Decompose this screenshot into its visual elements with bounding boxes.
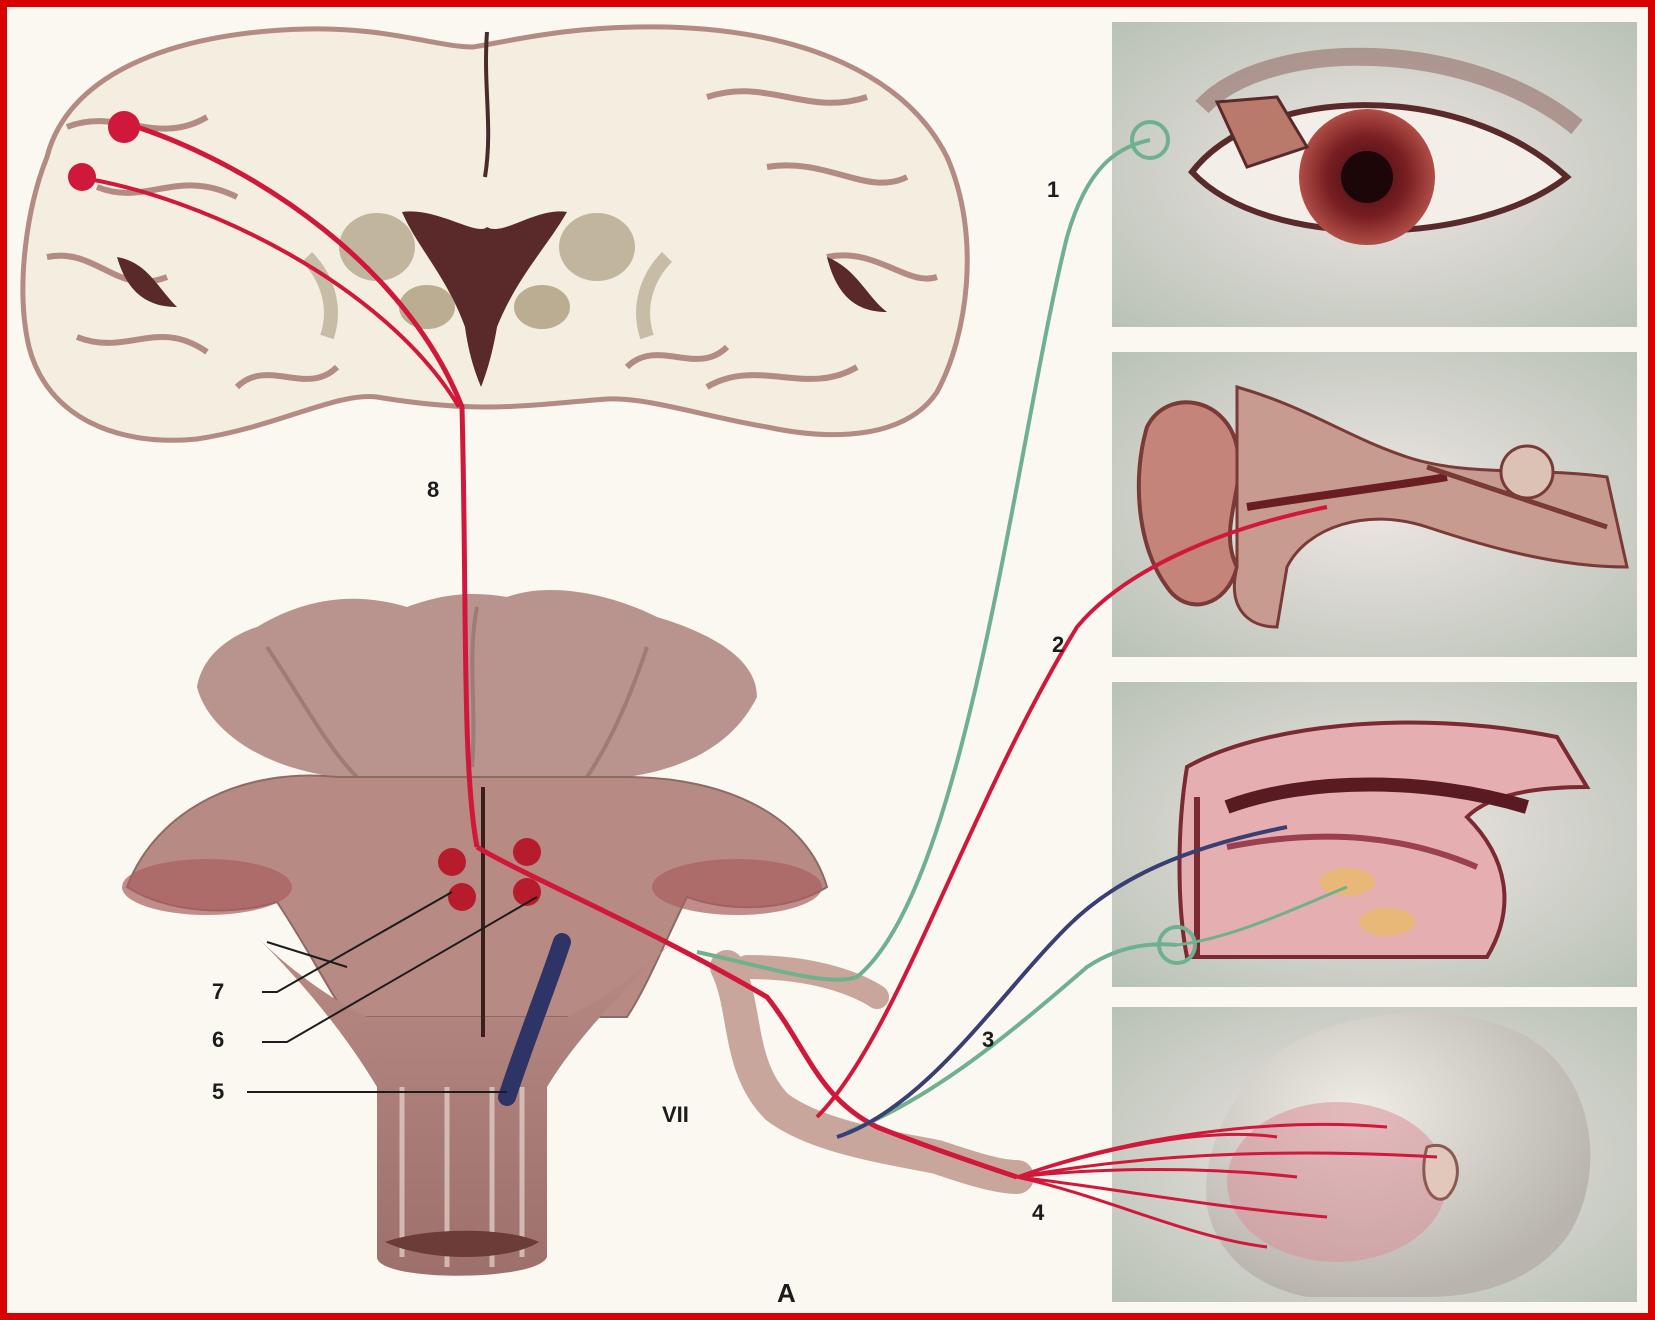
- eye-panel: [1112, 22, 1637, 327]
- label-3: 3: [982, 1027, 994, 1052]
- motor-nucleus-cell: [438, 848, 466, 876]
- cortical-neuron: [108, 111, 140, 143]
- label-1: 1: [1047, 177, 1059, 202]
- label-8: 8: [427, 477, 439, 502]
- ear-panel: [1112, 352, 1637, 657]
- facial-nerve-diagram: 1 2 3 4 5 6 7 8 VII A: [7, 7, 1648, 1313]
- cortical-neuron: [68, 163, 96, 191]
- label-nerve-vii: VII: [662, 1102, 689, 1127]
- mouth-panel: [1112, 682, 1637, 987]
- label-2: 2: [1052, 632, 1064, 657]
- label-5: 5: [212, 1079, 224, 1104]
- label-7: 7: [212, 979, 224, 1004]
- panel-label: A: [777, 1278, 796, 1308]
- brain-coronal-section: [23, 27, 967, 440]
- sublingual-gland: [1359, 908, 1415, 936]
- motor-nucleus-cell: [448, 883, 476, 911]
- ear: [1424, 1145, 1458, 1199]
- submandibular-gland: [1319, 868, 1375, 896]
- label-6: 6: [212, 1027, 224, 1052]
- motor-nucleus-cell: [513, 838, 541, 866]
- label-4: 4: [1032, 1200, 1045, 1225]
- cochlea: [1501, 446, 1553, 498]
